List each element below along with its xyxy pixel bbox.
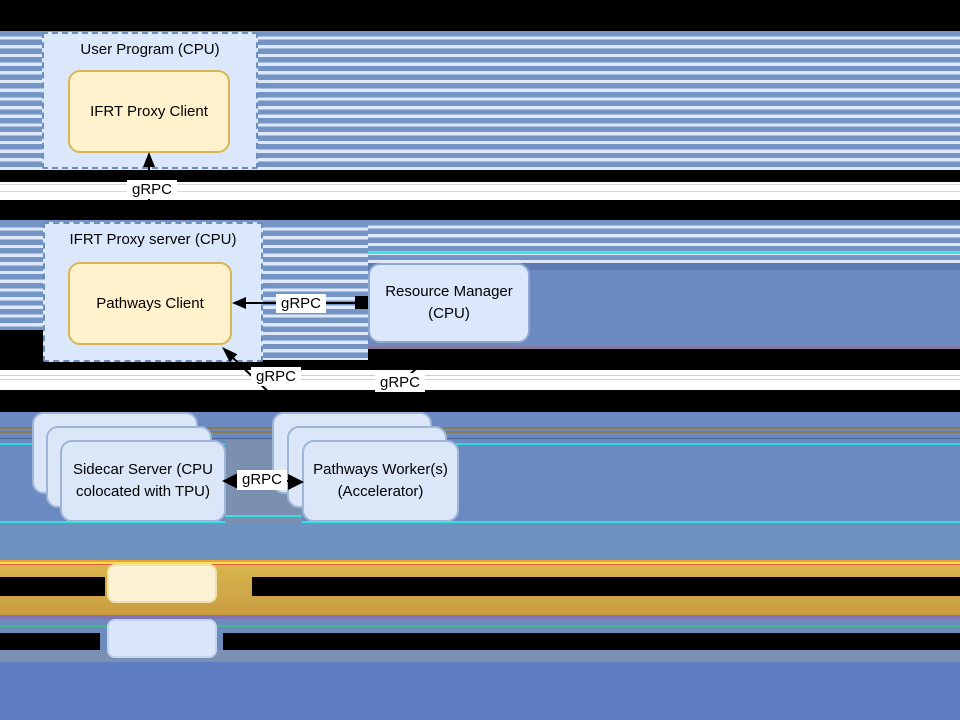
resource-manager-box: Resource Manager (CPU) xyxy=(368,263,530,343)
redacted-text-bar xyxy=(252,577,960,596)
ifrt-proxy-server-title: IFRT Proxy server (CPU) xyxy=(69,231,237,248)
resource-manager-line1: Resource Manager xyxy=(385,283,513,301)
glitch-line-green xyxy=(0,625,960,627)
sidecar-server-line2: colocated with TPU) xyxy=(76,483,210,500)
glitch-band-blue xyxy=(0,523,960,560)
grpc-label-workers-to-resource-manager: gRPC xyxy=(375,373,425,392)
legend-blue-swatch xyxy=(107,619,217,658)
glitch-line-yellow xyxy=(0,562,960,564)
redacted-text-bar xyxy=(223,633,960,650)
glitch-line xyxy=(0,379,960,380)
grpc-label-client-to-proxy: gRPC xyxy=(127,180,177,199)
glitch-band-black xyxy=(0,200,960,220)
glitch-band-white xyxy=(0,182,960,200)
glitch-line-cyan xyxy=(0,252,960,254)
sidecar-server-line1: Sidecar Server (CPU xyxy=(72,461,214,479)
user-program-title: User Program (CPU) xyxy=(80,41,220,58)
glitch-line xyxy=(0,184,960,185)
glitch-line-olive xyxy=(0,427,960,429)
redacted-text-bar xyxy=(0,633,100,650)
glitch-line-purple xyxy=(0,346,960,349)
glitch-line-orange xyxy=(0,560,960,562)
glitch-line xyxy=(0,438,960,439)
glitch-patch-stripes xyxy=(263,222,368,360)
grpc-label-workers-to-pathways-client: gRPC xyxy=(251,367,301,386)
glitch-line xyxy=(0,191,960,192)
pathways-client-box: Pathways Client xyxy=(68,262,232,345)
glitch-band-blue xyxy=(0,662,960,720)
glitch-line-cyan xyxy=(0,443,960,445)
resource-manager-line2: (CPU) xyxy=(428,305,470,322)
pathways-workers-box: Pathways Worker(s) (Accelerator) xyxy=(302,440,459,522)
glitch-band-black xyxy=(0,0,960,31)
sidecar-server-box: Sidecar Server (CPU colocated with TPU) xyxy=(60,440,226,522)
ifrt-proxy-client-box: IFRT Proxy Client xyxy=(68,70,230,153)
glitch-line-olive xyxy=(0,431,960,433)
grpc-label-sidecar-to-workers: gRPC xyxy=(237,470,287,490)
pathways-workers-line1: Pathways Worker(s) xyxy=(313,461,448,479)
glitch-band-black xyxy=(0,390,960,412)
glitch-line-red xyxy=(0,564,960,565)
glitch-patch-black xyxy=(0,330,43,349)
glitch-line-cyan xyxy=(0,521,960,523)
glitch-line xyxy=(0,375,960,376)
glitch-band-black xyxy=(0,170,960,182)
pathways-client-label: Pathways Client xyxy=(96,295,204,312)
glitch-line-cyan xyxy=(225,515,302,517)
grpc-label-rm-to-pathways-client: gRPC xyxy=(276,294,326,313)
glitch-band-white xyxy=(0,370,960,390)
glitch-band-blue xyxy=(0,650,960,662)
glitch-patch-stripes xyxy=(0,222,43,330)
redacted-text-bar xyxy=(0,577,105,596)
ifrt-proxy-client-label: IFRT Proxy Client xyxy=(90,103,208,120)
legend-yellow-swatch xyxy=(107,564,217,603)
pathways-workers-line2: (Accelerator) xyxy=(337,483,424,500)
glitch-line-purple xyxy=(0,615,960,619)
